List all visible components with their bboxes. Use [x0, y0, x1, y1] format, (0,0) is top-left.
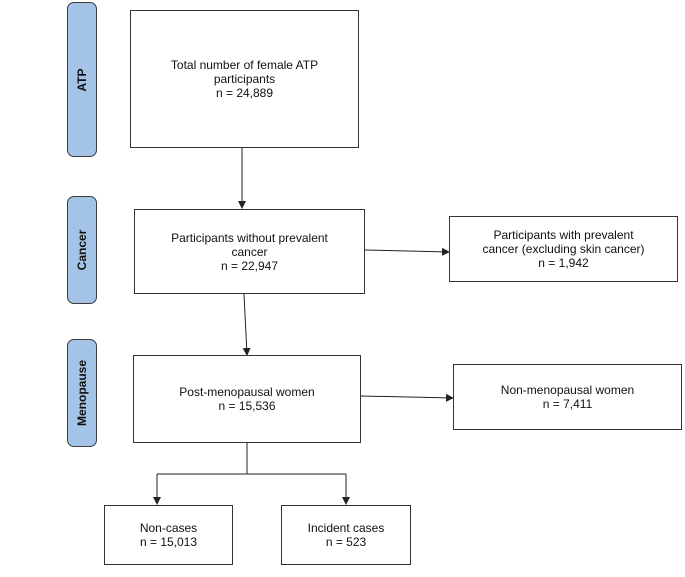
box-without-count: n = 22,947 — [220, 258, 279, 273]
side-tab-cancer-label: Cancer — [75, 229, 89, 271]
box-noncases-count: n = 15,013 — [139, 535, 198, 549]
arrow-without-to-post — [242, 293, 251, 356]
box-total-participants: Total number of female ATP participants … — [130, 10, 359, 148]
box-without-line1: Participants without prevalent — [171, 230, 328, 245]
arrow-post-to-non-menopausal — [360, 393, 454, 402]
arrow-without-to-with — [364, 247, 450, 256]
box-post-menopausal: Post-menopausal women n = 15,536 — [133, 355, 361, 443]
side-tab-menopause-label: Menopause — [75, 359, 89, 427]
box-incident-count: n = 523 — [325, 535, 367, 549]
box-nonmeno-line1: Non-menopausal women — [500, 383, 635, 397]
box-noncases-line1: Non-cases — [139, 521, 198, 535]
box-total-line1: Total number of female ATP — [170, 58, 319, 72]
box-total-count: n = 24,889 — [215, 86, 274, 100]
side-tab-cancer: Cancer — [67, 196, 97, 304]
box-total-line2: participants — [213, 72, 276, 86]
side-tab-atp-label: ATP — [75, 67, 89, 92]
box-with-line2: cancer (excluding skin cancer) — [482, 242, 645, 256]
box-post-count: n = 15,536 — [218, 399, 276, 413]
box-with-line1: Participants with prevalent — [493, 228, 634, 242]
box-nonmeno-count: n = 7,411 — [542, 397, 593, 411]
box-incident-cases: Incident cases n = 523 — [281, 505, 411, 565]
box-with-count: n = 1,942 — [538, 256, 589, 270]
box-without-prevalent-cancer: Participants without prevalent cancer n … — [134, 209, 365, 294]
box-non-cases: Non-cases n = 15,013 — [104, 505, 233, 565]
side-tab-atp: ATP — [67, 2, 97, 157]
box-non-menopausal: Non-menopausal women n = 7,411 — [453, 364, 682, 430]
side-tab-menopause: Menopause — [67, 339, 97, 447]
box-incident-line1: Incident cases — [307, 521, 385, 535]
box-with-prevalent-cancer: Participants with prevalent cancer (excl… — [449, 216, 678, 282]
box-post-line1: Post-menopausal women — [179, 385, 315, 399]
box-without-line2: cancer — [231, 244, 268, 259]
